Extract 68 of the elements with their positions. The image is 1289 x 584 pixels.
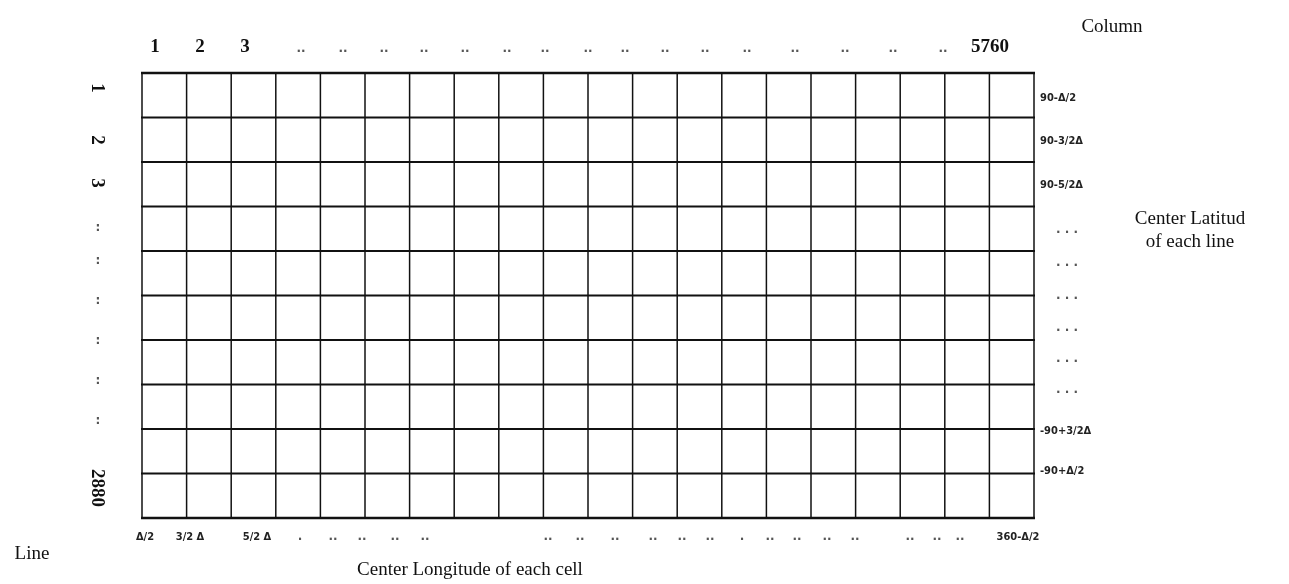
ellipsis: . . . [1056, 382, 1079, 396]
longitude-label: 360-Δ/2 [996, 529, 1040, 543]
ellipsis: .. [648, 529, 658, 543]
ellipsis: .. [677, 529, 687, 543]
ellipsis: .. [938, 41, 948, 55]
axis-title: Center Longitude of each cell [357, 558, 583, 580]
axis-title: Column [1081, 15, 1143, 37]
longitude-label: 3/2 Δ [175, 529, 205, 543]
ellipsis: . . . [1056, 222, 1079, 236]
line-number: 2 [87, 135, 109, 145]
line-number: 2880 [87, 469, 109, 507]
ellipsis: .. [540, 41, 550, 55]
line-number: 3 [87, 178, 109, 188]
ellipsis: .. [338, 41, 348, 55]
ellipsis: .. [705, 529, 715, 543]
ellipsis: .. [955, 529, 965, 543]
ellipsis: . [739, 529, 745, 543]
ellipsis: . . . [1056, 320, 1079, 334]
axis-title: Line [14, 542, 50, 564]
longitude-label: Δ/2 [135, 529, 155, 543]
column-number: 2 [195, 35, 205, 57]
ellipsis: : [95, 253, 101, 267]
column-number: 5760 [971, 35, 1009, 57]
line-number: 1 [87, 83, 109, 93]
axis-title: Center Latitud of each line [1133, 207, 1247, 253]
ellipsis: .. [790, 41, 800, 55]
latitude-label: 90-Δ/2 [1040, 90, 1077, 104]
ellipsis: : [95, 333, 101, 347]
ellipsis: .. [660, 41, 670, 55]
latitude-label: -90+3/2Δ [1040, 423, 1092, 437]
ellipsis: .. [822, 529, 832, 543]
latitude-label: 90-3/2Δ [1040, 133, 1083, 147]
ellipsis: .. [419, 41, 429, 55]
ellipsis: .. [296, 41, 306, 55]
latitude-label: 90-5/2Δ [1040, 177, 1083, 191]
column-number: 3 [240, 35, 250, 57]
ellipsis: : [95, 413, 101, 427]
ellipsis: .. [765, 529, 775, 543]
longitude-label: 5/2 Δ [242, 529, 272, 543]
ellipsis: .. [932, 529, 942, 543]
ellipsis: .. [620, 41, 630, 55]
ellipsis: .. [460, 41, 470, 55]
ellipsis: .. [328, 529, 338, 543]
ellipsis: .. [502, 41, 512, 55]
ellipsis: .. [850, 529, 860, 543]
ellipsis: : [95, 220, 101, 234]
ellipsis: .. [575, 529, 585, 543]
ellipsis: .. [543, 529, 553, 543]
ellipsis: .. [357, 529, 367, 543]
ellipsis: .. [840, 41, 850, 55]
column-number: 1 [150, 35, 160, 57]
ellipsis: . . . [1056, 351, 1079, 365]
latitude-label: -90+Δ/2 [1040, 463, 1085, 477]
ellipsis: . . . [1056, 255, 1079, 269]
ellipsis: .. [742, 41, 752, 55]
ellipsis: .. [420, 529, 430, 543]
ellipsis: .. [888, 41, 898, 55]
ellipsis: .. [390, 529, 400, 543]
ellipsis: . [297, 529, 303, 543]
ellipsis: .. [379, 41, 389, 55]
ellipsis: .. [700, 41, 710, 55]
ellipsis: .. [610, 529, 620, 543]
ellipsis: .. [792, 529, 802, 543]
ellipsis: .. [583, 41, 593, 55]
ellipsis: . . . [1056, 288, 1079, 302]
ellipsis: : [95, 293, 101, 307]
ellipsis: : [95, 373, 101, 387]
ellipsis: .. [905, 529, 915, 543]
